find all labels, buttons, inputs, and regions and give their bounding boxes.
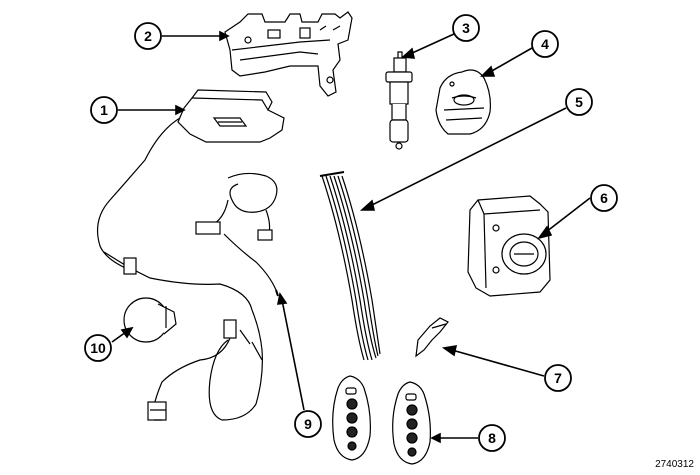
key-fob-left — [332, 375, 371, 461]
callout-3: 3 — [452, 14, 480, 42]
callout-5-label: 5 — [575, 94, 583, 110]
key-fob-right — [392, 381, 431, 465]
leader-3 — [409, 33, 455, 55]
plug-cap — [123, 297, 177, 343]
antenna-strip — [319, 171, 381, 361]
callout-8-label: 8 — [488, 430, 496, 446]
figure-id: 2740312 — [655, 459, 694, 470]
callout-4-label: 4 — [541, 36, 549, 52]
callout-10: 10 — [84, 334, 112, 362]
leader-4 — [489, 47, 533, 73]
leader-6 — [545, 197, 591, 233]
callout-leaders — [111, 30, 591, 444]
callout-2-label: 2 — [144, 28, 152, 44]
callout-5: 5 — [565, 88, 593, 116]
callout-6-label: 6 — [600, 190, 608, 206]
callout-9-label: 9 — [304, 416, 312, 432]
leader-9 — [281, 299, 305, 411]
callout-2: 2 — [134, 22, 162, 50]
callout-10-label: 10 — [90, 340, 106, 356]
module-with-harness — [97, 89, 285, 421]
halo-ring — [435, 69, 491, 135]
callout-1: 1 — [90, 96, 118, 124]
callout-7-label: 7 — [554, 370, 562, 386]
callout-4: 4 — [531, 30, 559, 58]
ignition-switch-module — [467, 195, 551, 297]
callout-9: 9 — [294, 410, 322, 438]
switch-connector — [385, 51, 413, 150]
callout-6: 6 — [590, 184, 618, 212]
leader-7 — [451, 349, 545, 377]
leader-5 — [369, 107, 567, 207]
mounting-bracket — [224, 11, 353, 97]
callout-7: 7 — [544, 364, 572, 392]
clip — [415, 317, 449, 358]
wire-harness — [195, 172, 279, 297]
callout-3-label: 3 — [462, 20, 470, 36]
callout-8: 8 — [478, 424, 506, 452]
callout-1-label: 1 — [100, 102, 108, 118]
